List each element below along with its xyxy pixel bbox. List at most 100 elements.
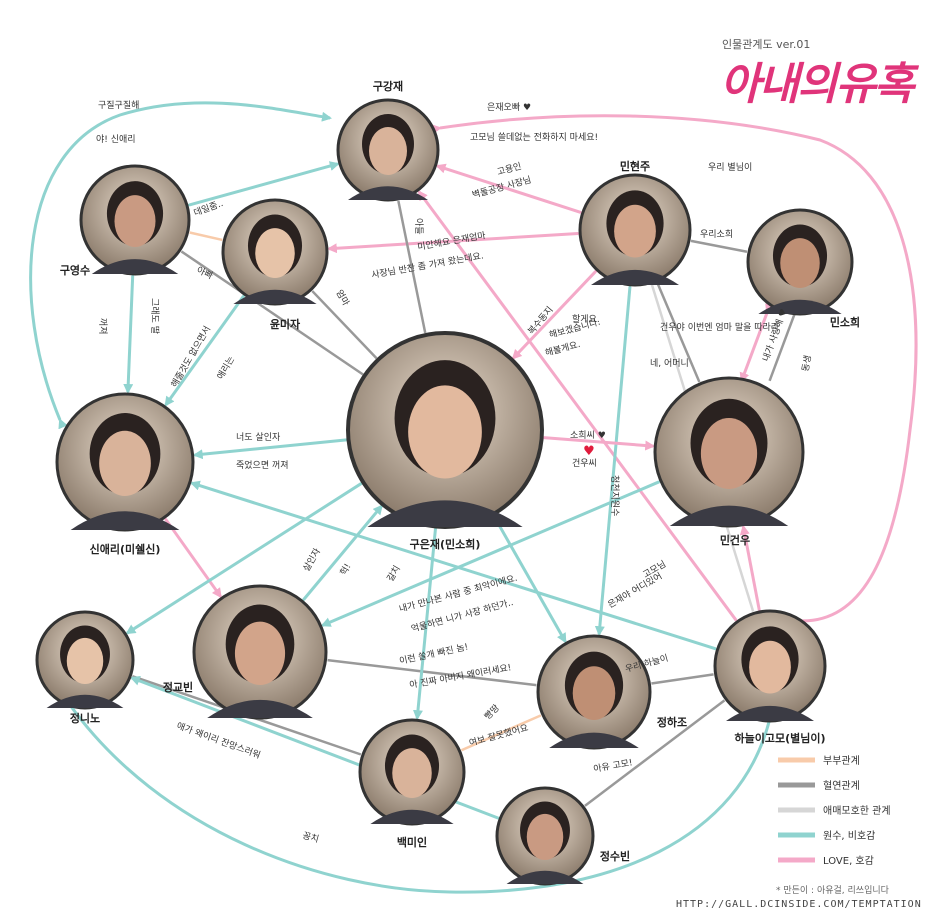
edge-love-eunjae-mingunwoo [535,432,656,451]
character-node-haneul: 하늘이고모(별님이) [713,609,827,745]
legend-label: 원수, 비호감 [823,830,875,842]
edge-label: 애가 왜이리 잔망스러워 [175,720,262,761]
edge-label: 애리는 [215,354,237,381]
edge-label: 사장님 반찬 좀 가져 왔는데요. [371,250,485,281]
edge-label: 아 진짜 아버지 왜이러세요! [409,662,513,691]
portrait-face [408,385,482,479]
legend-label: 애매모호한 관계 [823,805,891,817]
portrait-body [367,500,523,527]
portrait-body [370,809,454,824]
character-node-eunjae: 구은재(민소희) [346,331,544,551]
edge-label: 우리 별님이 [708,162,752,173]
character-node-jeongnino: 정니노 [35,610,135,725]
edge-label: 그래도 딸 [149,298,161,334]
character-node-jeongmhajo: 정하조 [536,634,687,750]
edge-couple-koyoungsu-yunmija [189,231,223,242]
edge-blood-jeongmhajo-haneul [651,673,714,685]
character-node-minhyunju: 민현주 [578,159,692,287]
edge-label: 갈치 [384,563,403,583]
edge-love-loop-right [431,114,918,623]
edge-label: 은재오빠 ♥ [487,102,531,113]
portrait-face [780,238,820,288]
heart-icon: ♥ [583,444,595,459]
edge-enemy-minhyunju-jeongmhajo [594,278,636,637]
edge-label: 네, 어머니 [650,358,689,369]
edge-blood-koogangjae-eunjae [397,200,427,334]
edge-label: 엄마 [333,288,352,309]
edge-label: 아들 [413,218,424,235]
edge-enemy-mingunwoo-jeonggyobin [320,474,669,627]
legend-label: LOVE, 호감 [823,855,874,867]
edge-label: 꺼져 [97,318,108,335]
edge-label: 고용인 [496,161,523,178]
edge-label: 헉! [338,562,353,578]
edge-label: 건우야 이번엔 엄마 말을 따라라 [660,321,780,333]
edge-love-shinaeri-jeonggyobin [156,509,222,599]
portrait-face [700,417,758,490]
portrait-face [255,228,295,278]
portrait-face [526,813,564,861]
character-node-koogangjae: 구강재 [336,79,440,202]
character-node-baekmiin: 백미인 [358,718,466,849]
portrait-body [506,870,584,884]
edge-label: 빵땅 [482,703,501,722]
portrait-body [70,511,180,530]
character-node-minsohui: 민소희 [746,208,860,329]
portrait-body [591,269,679,285]
character-name: 정수빈 [600,849,630,863]
portrait-face [369,127,407,175]
edge-label: 건우씨 [572,458,597,469]
portrait-face [749,640,791,694]
edge-label: 내가 사랑해 ♥ [760,307,790,363]
portrait-body [233,289,317,304]
edge-label: 미안해요 은재엄마 [416,229,487,253]
edge-label: 너도 살인자 [236,432,281,443]
edge-label: 우리소희 [700,228,733,240]
character-name: 정교빈 [163,680,193,694]
edge-blood-jeongsubin-haneul [584,699,726,807]
edge-love-minhyunju-koogangjae [435,163,590,220]
edge-label: 청천지원수 [609,475,620,516]
character-node-jeongsubin: 정수빈 [495,786,630,886]
character-name: 백미인 [397,835,427,849]
character-name: 구강재 [373,79,403,93]
edge-label: 여보 잘못했어요 [468,722,530,749]
character-name: 신애리(미쉘신) [90,542,161,556]
edge-love-minhyunju-eunjae [511,262,605,360]
character-name: 민소희 [830,315,860,329]
portrait-body [91,259,179,274]
credit-text: * 만든이 : 아유걸, 리쓰입니다 [776,886,889,896]
edge-label: 해줄것도 없으면서 [169,324,213,389]
edge-enemy-koyoungsu-shinaeri [123,267,139,395]
character-name: 민현주 [620,159,650,173]
portrait-face [392,748,432,798]
edge-label: 할게요. [572,314,600,325]
portrait-body [669,505,789,526]
edge-blood-minhyunju-mingunwoo [656,282,701,383]
legend-label: 혈연관계 [823,779,860,792]
edge-blood-minsohui-mingunwoo [768,312,797,382]
portrait-face [614,204,656,258]
diagram-subtitle: 인물관계도 ver.01 [722,38,811,51]
character-name: 정하조 [657,715,687,729]
portrait-face [99,430,151,496]
edge-label: 동생 [800,354,814,372]
edge-love-haneul-mingunwoo [739,524,766,619]
edge-blood-yunmija-eunjae [311,290,378,360]
edge-enemy-koyoungsu-koogangjae [179,161,340,213]
portrait-face [234,621,286,685]
character-node-shinaeri: 신애리(미쉘신) [55,392,195,556]
portrait-face [572,666,616,720]
character-name: 구은재(민소희) [410,537,481,551]
character-name: 하늘이고모(별님이) [734,731,825,745]
character-name: 민건우 [720,533,750,547]
edge-label: 고모님 쓸데없는 전화하지 마세요! [470,132,598,143]
edge-label: 이런 쓸개 빠진 놈! [398,642,469,667]
character-node-jeonggyobin: 정교빈 [163,584,328,720]
portrait-body [726,705,814,721]
character-node-mingunwoo: 민건우 [653,376,805,547]
edge-label: 해볼게요. [544,339,582,359]
edge-label: 아빠 [195,265,215,282]
